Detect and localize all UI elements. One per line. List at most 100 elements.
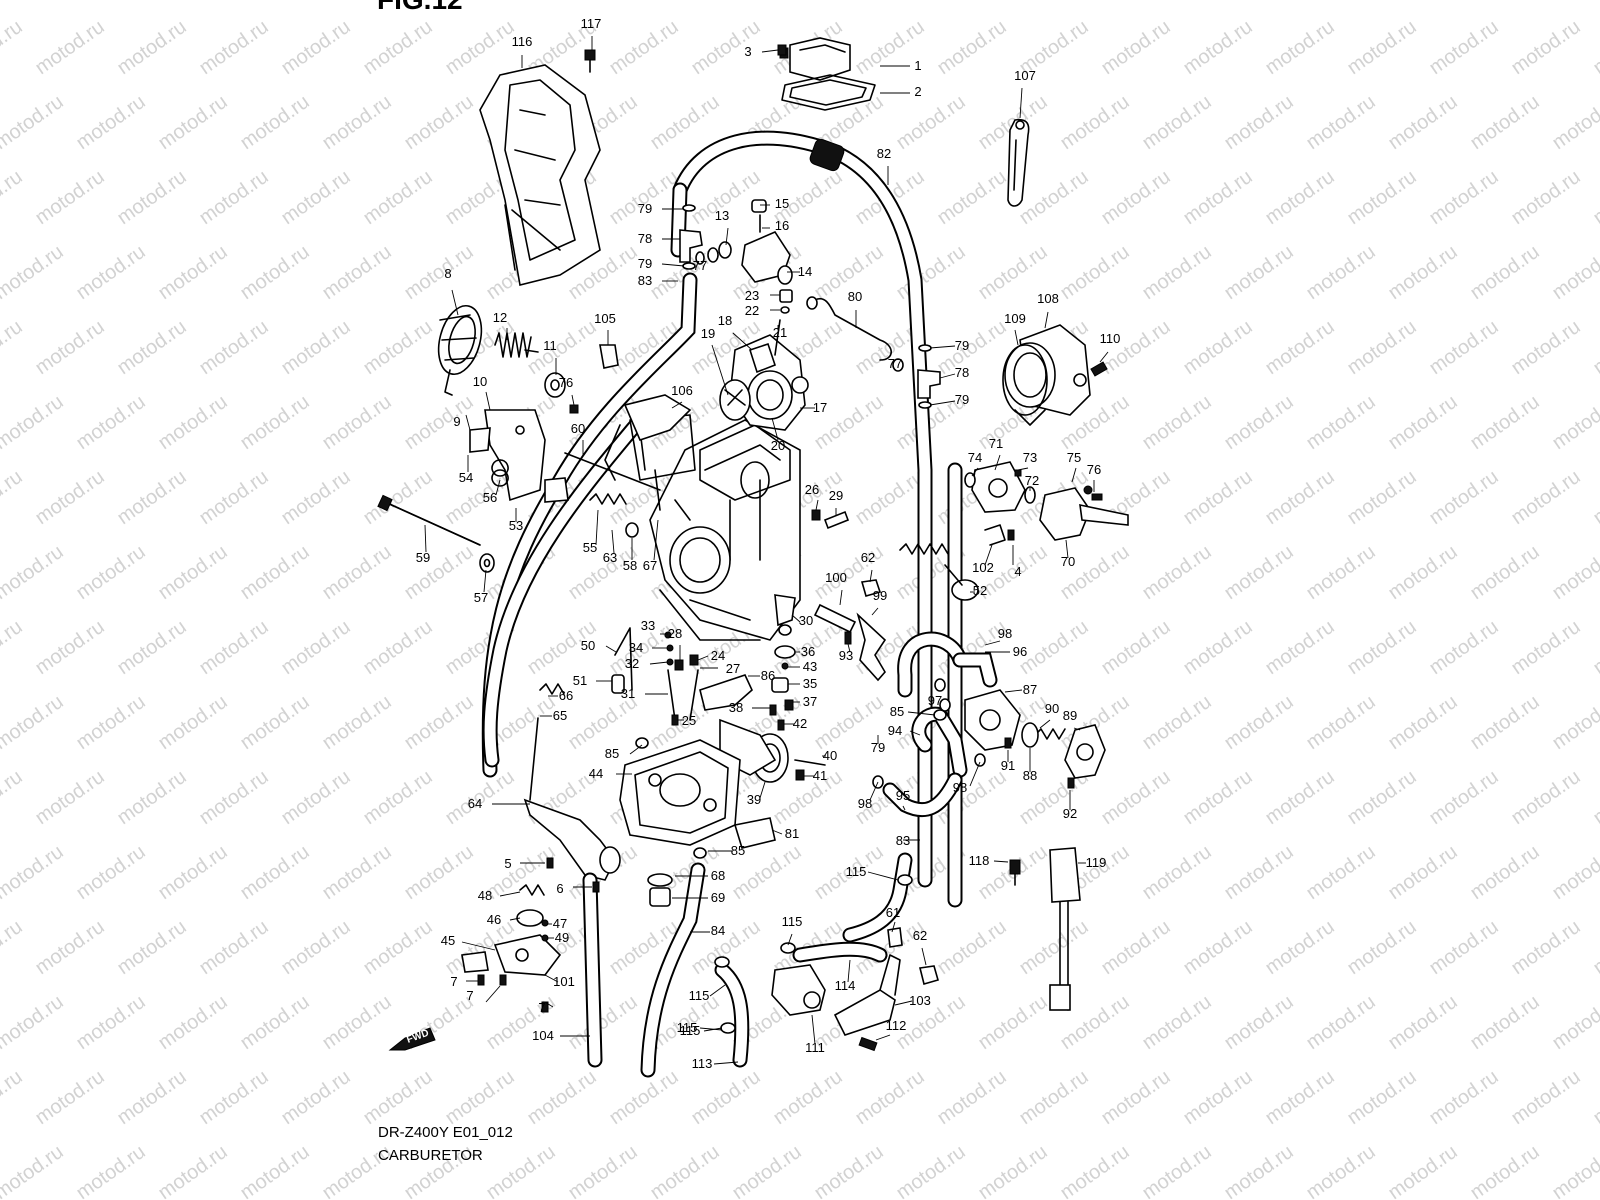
callout-7: 7 — [450, 974, 457, 989]
callout-6: 6 — [556, 881, 563, 896]
watermark-text: motod.ru — [1220, 391, 1297, 454]
leader-line-56 — [495, 479, 501, 496]
watermark-text: motod.ru — [687, 1066, 764, 1129]
part-66-spring — [539, 683, 565, 695]
watermark-text: motod.ru — [1179, 16, 1256, 79]
watermark-text: motod.ru — [0, 16, 27, 79]
watermark-text: motod.ru — [1589, 1066, 1600, 1129]
part-31-jet — [667, 669, 676, 721]
part-3-screw — [777, 44, 787, 56]
part-58-washer — [625, 522, 639, 538]
part-89-cover — [1064, 724, 1106, 779]
callout-99: 99 — [873, 588, 887, 603]
part-86-float-arm — [699, 674, 753, 711]
callout-15: 15 — [775, 196, 789, 211]
leader-line-99 — [871, 607, 879, 616]
watermark-text: motod.ru — [1589, 16, 1600, 79]
part-60-shaft — [564, 452, 661, 491]
leader-line-85 — [907, 711, 936, 716]
watermark-text: motod.ru — [0, 841, 68, 904]
watermark-text: motod.ru — [564, 991, 641, 1054]
watermark-text: motod.ru — [236, 0, 313, 4]
callout-19: 19 — [701, 326, 715, 341]
part-106-link — [623, 394, 692, 441]
leader-line-76 — [571, 394, 575, 406]
leader-line-115 — [787, 933, 793, 946]
part-48-spring — [519, 884, 545, 896]
callout-31: 31 — [621, 686, 635, 701]
part-85-clips — [635, 709, 947, 859]
part-87-diaphragm-housing — [964, 689, 1021, 751]
watermark-text: motod.ru — [0, 0, 68, 4]
leader-line-13 — [725, 227, 729, 246]
watermark-text: motod.ru — [31, 616, 108, 679]
leader-line-59 — [424, 524, 427, 553]
watermark-text: motod.ru — [1220, 0, 1297, 4]
watermark-text: motod.ru — [400, 691, 477, 754]
callout-112: 112 — [886, 1018, 907, 1033]
part-90-diaphragm — [1021, 722, 1039, 748]
watermark-text: motod.ru — [1138, 541, 1215, 604]
leader-line-107 — [1019, 87, 1023, 119]
watermark-text: motod.ru — [318, 691, 395, 754]
leader-line-71 — [994, 454, 1001, 471]
watermark-text: motod.ru — [1384, 691, 1461, 754]
figure-title: FIG.12 — [377, 0, 463, 14]
callout-34: 34 — [629, 640, 643, 655]
watermark-text: motod.ru — [359, 766, 436, 829]
callout-8: 8 — [444, 266, 451, 281]
callout-62: 62 — [913, 928, 927, 943]
leader-line-32 — [649, 661, 669, 665]
callout-90: 90 — [1045, 701, 1059, 716]
watermark-text: motod.ru — [236, 541, 313, 604]
callout-60: 60 — [571, 421, 585, 436]
callout-70: 70 — [1061, 554, 1075, 569]
model-code: DR-Z400Y E01_012 — [378, 1124, 513, 1141]
watermark-text: motod.ru — [195, 316, 272, 379]
leader-line-111 — [811, 1014, 816, 1045]
watermark-text: motod.ru — [605, 16, 682, 79]
callout-79: 79 — [871, 740, 885, 755]
watermark-text: motod.ru — [1466, 1141, 1543, 1200]
watermark-text: motod.ru — [1261, 466, 1338, 529]
leader-line-78 — [939, 373, 956, 379]
callout-106: 106 — [671, 383, 693, 398]
part-118-screw — [1009, 859, 1021, 886]
watermark-text: motod.ru — [1343, 166, 1420, 229]
part-29-screw — [823, 510, 850, 530]
watermark-text: motod.ru — [1425, 466, 1502, 529]
part-50-tube — [614, 627, 633, 691]
part-27-needle — [689, 669, 699, 721]
leader-line-110 — [1099, 351, 1109, 363]
callout-56: 56 — [483, 490, 497, 505]
callout-32: 32 — [625, 656, 639, 671]
leader-line-24 — [697, 655, 709, 661]
watermark-text: motod.ru — [769, 1066, 846, 1129]
leader-line-90 — [1039, 719, 1051, 729]
callout-42: 42 — [793, 716, 807, 731]
watermark-text: motod.ru — [277, 1066, 354, 1129]
watermark-text: motod.ru — [195, 766, 272, 829]
watermark-text: motod.ru — [1548, 391, 1600, 454]
watermark-text: motod.ru — [1015, 1066, 1092, 1129]
watermark-text: motod.ru — [1507, 616, 1584, 679]
watermark-text: motod.ru — [72, 0, 149, 4]
watermark-text: motod.ru — [31, 166, 108, 229]
callout-115: 115 — [677, 1020, 698, 1035]
part-117-screw — [584, 49, 596, 73]
watermark-text: motod.ru — [1384, 91, 1461, 154]
callout-78: 78 — [638, 231, 652, 246]
part-30-fitting — [774, 594, 796, 636]
part-71-cover — [971, 461, 1026, 513]
watermark-text: motod.ru — [892, 1141, 969, 1200]
part-36-oring — [774, 645, 796, 659]
callout-115: 115 — [689, 988, 710, 1003]
watermark-text: motod.ru — [1302, 391, 1379, 454]
watermark-text: motod.ru — [195, 466, 272, 529]
leader-line-94 — [909, 730, 921, 736]
watermark-text: motod.ru — [646, 1141, 723, 1200]
watermark-text: motod.ru — [359, 316, 436, 379]
callout-9: 9 — [453, 414, 460, 429]
callout-76: 76 — [1087, 462, 1101, 477]
callout-10: 10 — [473, 374, 487, 389]
